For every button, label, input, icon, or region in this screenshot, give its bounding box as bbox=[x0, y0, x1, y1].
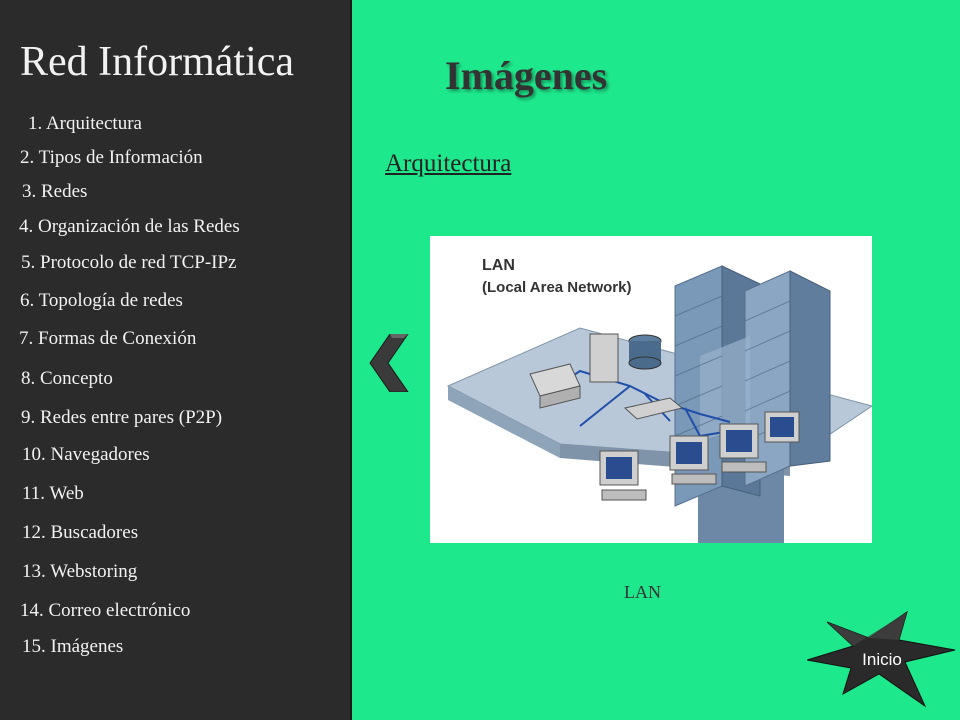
nav-item-redes[interactable]: 3. Redes bbox=[22, 181, 88, 202]
nav-item-buscadores[interactable]: 12. Buscadores bbox=[22, 522, 139, 543]
starburst-icon bbox=[806, 610, 956, 708]
nav-item-formas-conexion[interactable]: 7. Formas de Conexión bbox=[19, 328, 197, 349]
figure-caption: LAN bbox=[624, 582, 661, 602]
chevron-left-icon[interactable] bbox=[366, 334, 412, 392]
lan-diagram-image: LAN (Local Area Network) bbox=[430, 236, 874, 543]
section-link-arquitectura[interactable]: Arquitectura bbox=[385, 150, 512, 177]
nav-item-correo[interactable]: 14. Correo electrónico bbox=[20, 600, 191, 621]
nav-item-navegadores[interactable]: 10. Navegadores bbox=[22, 444, 150, 465]
nav-item-p2p[interactable]: 9. Redes entre pares (P2P) bbox=[21, 407, 223, 428]
nav-item-topologia[interactable]: 6. Topología de redes bbox=[20, 290, 183, 311]
home-button-label: Inicio bbox=[862, 650, 902, 669]
nav-item-web[interactable]: 11. Web bbox=[22, 483, 84, 504]
home-button[interactable]: Inicio bbox=[806, 610, 957, 710]
nav-item-webstoring[interactable]: 13. Webstoring bbox=[22, 561, 138, 582]
app-title: Red Informática bbox=[20, 39, 295, 85]
figure-title-line2: (Local Area Network) bbox=[482, 279, 631, 296]
content-panel: Imágenes Arquitectura LAN (Local Area Ne… bbox=[350, 0, 960, 720]
nav-item-concepto[interactable]: 8. Concepto bbox=[21, 368, 113, 389]
figure-title-line1: LAN bbox=[482, 257, 515, 274]
nav-item-tipos-de-informacion[interactable]: 2. Tipos de Información bbox=[20, 147, 203, 168]
nav-item-organizacion-redes[interactable]: 4. Organización de las Redes bbox=[19, 216, 240, 237]
nav-item-protocolo-tcp-ip[interactable]: 5. Protocolo de red TCP-IPz bbox=[21, 252, 237, 273]
lan-illustration: LAN (Local Area Network) bbox=[446, 257, 874, 543]
page-title: Imágenes bbox=[445, 53, 608, 98]
nav-item-arquitectura[interactable]: 1. Arquitectura bbox=[28, 113, 142, 134]
nav-item-imagenes[interactable]: 15. Imágenes bbox=[22, 636, 124, 657]
sidebar: Red Informática 1. Arquitectura 2. Tipos… bbox=[0, 0, 350, 720]
